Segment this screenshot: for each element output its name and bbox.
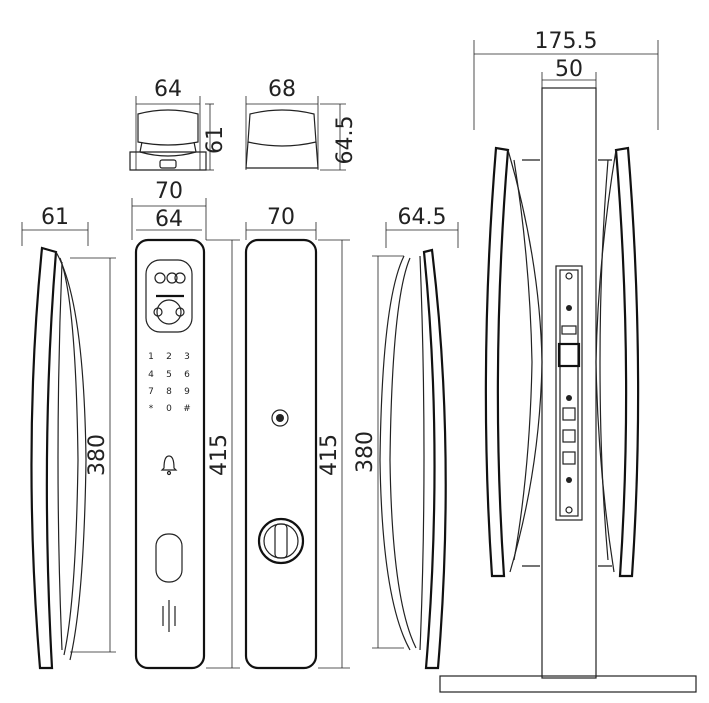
dim-assembly-total-width: 175.5 [535,29,598,54]
key-hash[interactable]: # [183,404,191,414]
keypad: 1 2 3 4 5 6 7 8 9 * 0 # [148,352,191,414]
key-cylinder-icon[interactable] [257,517,305,565]
dim-front-height: 415 [207,434,232,476]
dim-top-front-width: 64 [154,77,182,102]
dim-side-left-height: 380 [85,434,110,476]
camera-module-icon [154,272,186,284]
dim-back-height: 415 [317,434,342,476]
key-0[interactable]: 0 [166,404,172,414]
fingerprint-sensor-icon [153,294,185,325]
key-9[interactable]: 9 [184,387,190,397]
key-1[interactable]: 1 [148,352,154,362]
dim-side-right-height: 380 [353,431,378,473]
key-8[interactable]: 8 [166,387,172,397]
key-star[interactable]: * [149,404,154,414]
side-view-right: 64.5 380 [353,205,459,670]
dim-side-left-depth: 61 [41,205,69,230]
dim-door-thickness: 50 [555,57,583,82]
keyhole-icon [271,409,289,427]
dim-top-back-height: 64.5 [333,116,358,165]
key-3[interactable]: 3 [184,352,190,362]
key-7[interactable]: 7 [148,387,154,397]
key-6[interactable]: 6 [184,370,190,380]
dim-side-right-depth: 64.5 [398,205,447,230]
bell-icon[interactable] [160,455,178,476]
assembly-view: 175.5 50 [439,29,697,693]
top-view-front: 64 61 [129,77,228,171]
dim-top-front-height: 61 [203,126,228,154]
dim-front-inner-width: 64 [155,207,183,232]
front-view: 70 64 1 2 3 4 5 6 7 8 9 * 0 # [131,179,240,670]
back-view: 70 415 [244,205,350,670]
top-view-back: 68 64.5 [245,77,358,171]
key-5[interactable]: 5 [166,370,172,380]
key-2[interactable]: 2 [166,352,172,362]
dim-front-outer-width: 70 [155,179,183,204]
key-4[interactable]: 4 [148,370,154,380]
dim-top-back-width: 68 [268,77,296,102]
dim-back-width: 70 [267,205,295,230]
handle-grip [155,533,183,632]
side-view-left: 61 380 [21,205,116,670]
